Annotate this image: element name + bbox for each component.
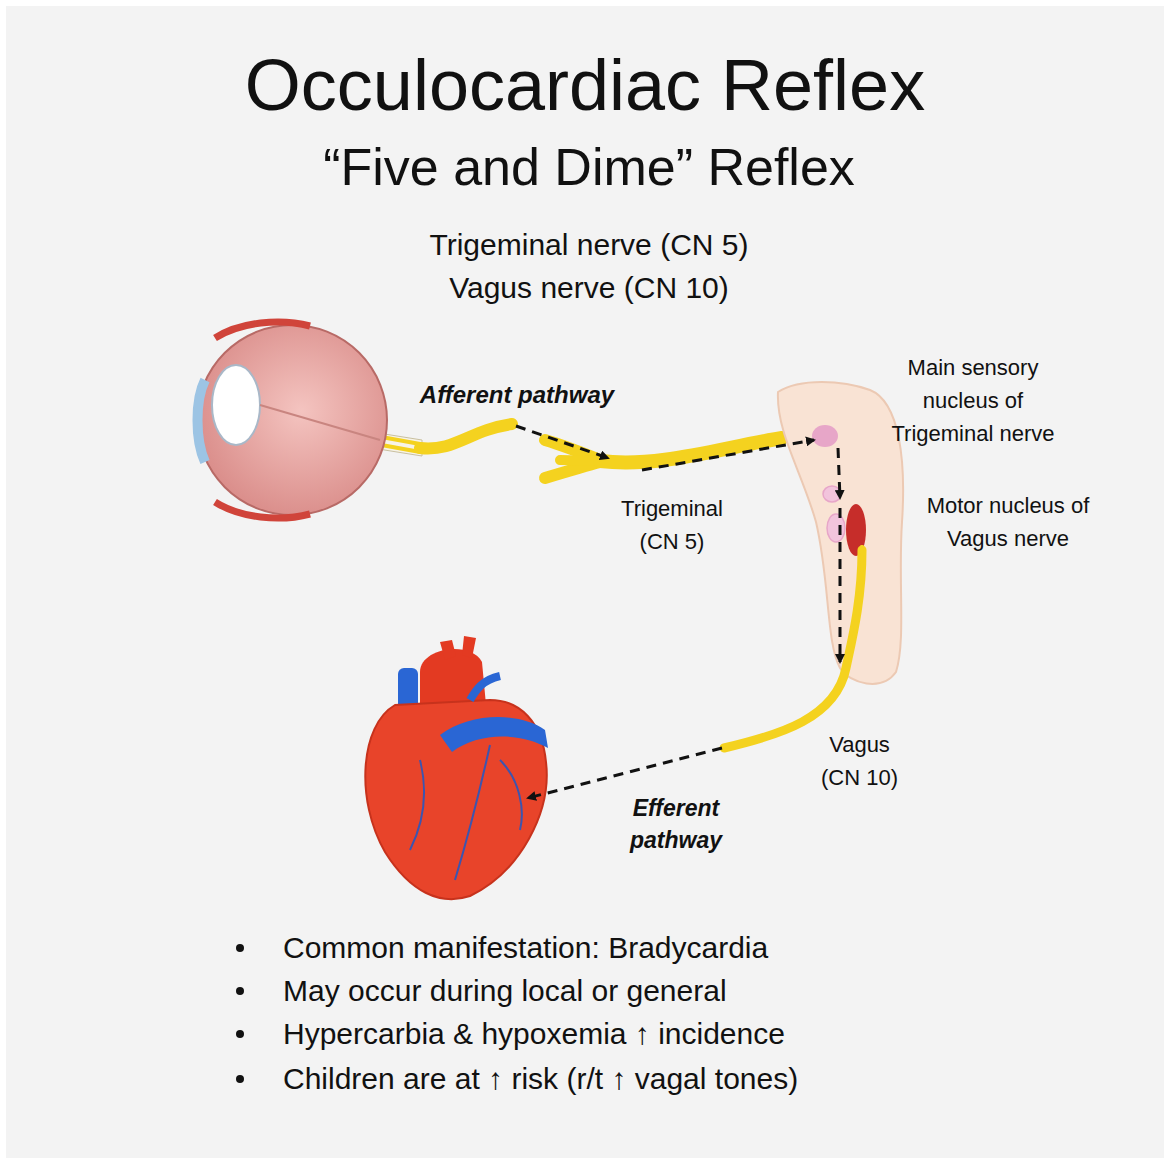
- trigeminal-nerve-drawing: [545, 438, 782, 478]
- bullet-dot: [236, 1075, 244, 1083]
- subtitle: “Five and Dime” Reflex: [4, 136, 1170, 198]
- bullet-dot: [236, 987, 244, 995]
- label: Trigeminal nerve (CN 5): [4, 227, 1170, 263]
- bullet-text: Children are at ↑ risk (r/t ↑ vagal tone…: [283, 1061, 1143, 1097]
- bullet-text: Hypercarbia & hypoxemia ↑ incidence: [283, 1016, 1143, 1052]
- label: Vagus nerve (CN 10): [4, 270, 1170, 306]
- bullet-dot: [236, 944, 244, 952]
- bullet-text: Common manifestation: Bradycardia: [283, 930, 1143, 966]
- label: Main sensory nucleus of Trigeminal nerve: [873, 351, 1073, 450]
- brainstem-drawing: [724, 382, 903, 748]
- bullet-dot: [236, 1030, 244, 1038]
- label: Afferent pathway: [397, 381, 637, 410]
- label: Vagus (CN 10): [812, 728, 907, 794]
- label: Efferent pathway: [611, 792, 741, 856]
- label: Trigeminal (CN 5): [607, 492, 737, 558]
- eye-drawing: [197, 322, 512, 518]
- bullet-text: May occur during local or general: [283, 973, 1143, 1009]
- pathway-arrows: [516, 426, 840, 798]
- label: Motor nucleus of Vagus nerve: [903, 489, 1113, 555]
- title: Occulocardiac Reflex: [0, 44, 1170, 127]
- heart-drawing: [365, 636, 548, 899]
